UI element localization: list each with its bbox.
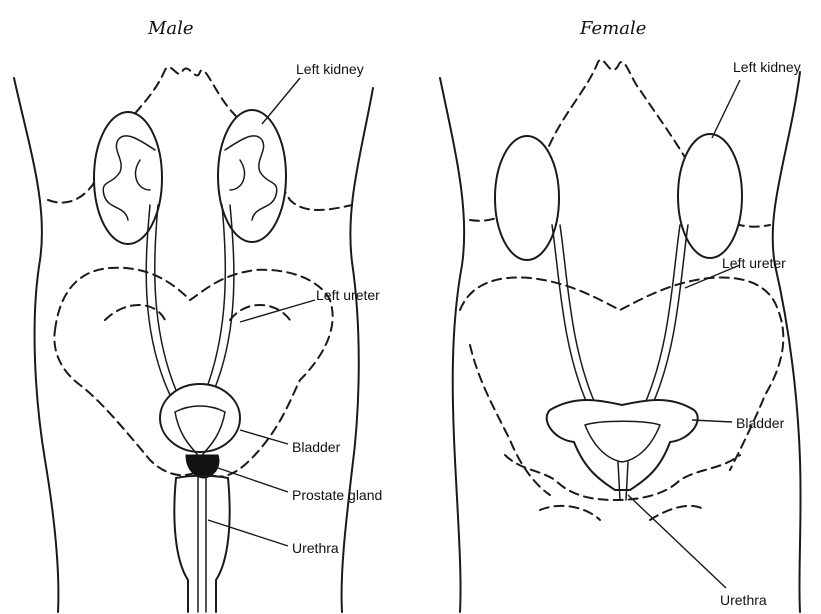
male-left-kidney-leader — [262, 78, 300, 124]
female-right-kidney — [495, 136, 559, 260]
female-figure: Female Left kidney Left ureter Bladder U… — [440, 18, 801, 612]
male-genitals-outline — [174, 476, 229, 612]
female-right-ureter — [552, 225, 598, 410]
male-bladder — [160, 384, 240, 452]
female-left-kidney-label: Left kidney — [733, 59, 801, 75]
female-title: Female — [579, 18, 646, 39]
female-urethra-leader — [628, 495, 726, 588]
female-left-kidney-leader — [712, 80, 740, 138]
female-body-left-contour — [440, 78, 464, 612]
male-left-ureter-label: Left ureter — [316, 287, 380, 303]
male-bladder-leader — [240, 430, 288, 444]
male-bladder-label: Bladder — [292, 439, 341, 455]
male-urethra-label: Urethra — [292, 540, 339, 556]
female-bladder — [547, 400, 698, 490]
male-figure: Male Left kidney — [14, 18, 382, 612]
male-body-left-contour — [14, 78, 58, 612]
female-body-right-contour — [773, 72, 801, 612]
female-left-ureter — [642, 225, 688, 410]
female-urethra-label: Urethra — [720, 592, 767, 608]
male-left-ureter-leader — [240, 300, 315, 322]
female-left-kidney — [678, 134, 742, 258]
female-bladder-label: Bladder — [736, 415, 785, 431]
female-left-ureter-label: Left ureter — [722, 255, 786, 271]
male-right-kidney — [94, 112, 162, 244]
male-title: Male — [147, 18, 194, 39]
male-body-right-contour — [342, 88, 373, 612]
male-left-kidney — [218, 110, 286, 242]
male-right-ureter — [146, 205, 178, 395]
male-prostate-label: Prostate gland — [292, 487, 382, 503]
male-left-kidney-label: Left kidney — [296, 61, 364, 77]
male-urethra-leader — [208, 520, 288, 546]
male-urethra — [198, 470, 206, 612]
male-left-ureter — [204, 205, 234, 395]
male-pelvis-inner — [105, 305, 290, 320]
